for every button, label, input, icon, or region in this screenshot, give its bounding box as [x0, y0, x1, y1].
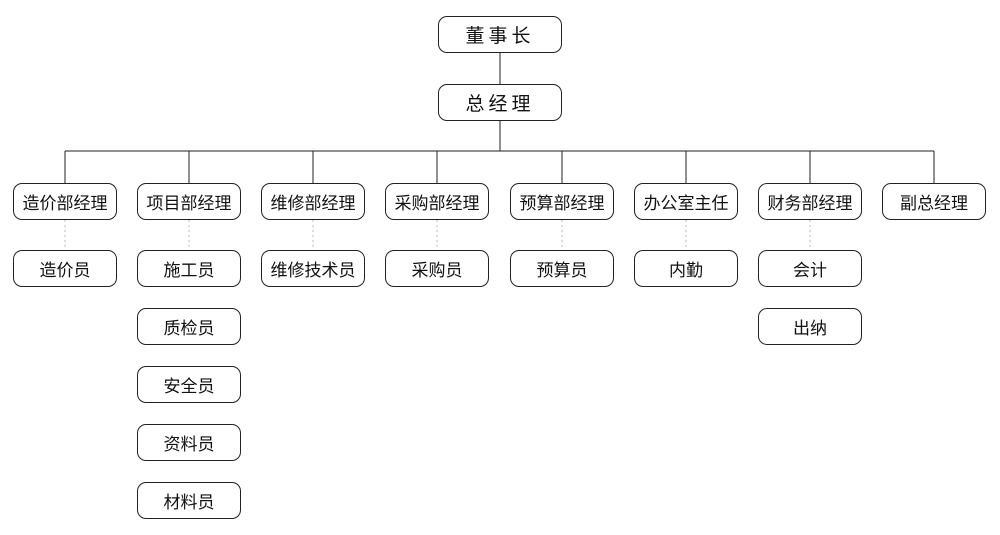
department-box: 采购部经理	[385, 183, 489, 220]
department-label: 造价部经理	[22, 194, 108, 214]
staff-label: 造价员	[39, 261, 91, 281]
staff-box: 安全员	[137, 366, 241, 403]
staff-label: 材料员	[163, 493, 215, 513]
staff-box: 维修技术员	[261, 250, 365, 287]
staff-label: 质检员	[163, 319, 215, 339]
department-label: 项目部经理	[146, 194, 232, 214]
chairman-box: 董事长	[438, 16, 562, 53]
staff-box: 质检员	[137, 308, 241, 345]
general-manager-box: 总经理	[438, 84, 562, 121]
staff-label: 施工员	[163, 261, 215, 281]
department-box: 副总经理	[882, 183, 986, 220]
staff-box: 会计	[758, 250, 862, 287]
staff-box: 采购员	[385, 250, 489, 287]
staff-box: 材料员	[137, 482, 241, 519]
staff-label: 内勤	[669, 261, 703, 281]
department-label: 副总经理	[900, 194, 968, 214]
staff-box: 造价员	[13, 250, 117, 287]
staff-label: 出纳	[793, 319, 827, 339]
staff-box: 资料员	[137, 424, 241, 461]
department-box: 预算部经理	[510, 183, 614, 220]
department-box: 造价部经理	[13, 183, 117, 220]
staff-box: 施工员	[137, 250, 241, 287]
staff-label: 采购员	[411, 261, 463, 281]
department-label: 采购部经理	[394, 194, 480, 214]
department-box: 办公室主任	[634, 183, 738, 220]
chairman-label: 董事长	[465, 25, 535, 47]
staff-label: 资料员	[163, 435, 215, 455]
staff-box: 出纳	[758, 308, 862, 345]
general-manager-label: 总经理	[465, 93, 535, 115]
department-box: 财务部经理	[758, 183, 862, 220]
staff-label: 预算员	[536, 261, 588, 281]
department-box: 项目部经理	[137, 183, 241, 220]
department-label: 维修部经理	[270, 194, 356, 214]
department-label: 办公室主任	[643, 194, 729, 214]
staff-box: 预算员	[510, 250, 614, 287]
staff-box: 内勤	[634, 250, 738, 287]
staff-label: 会计	[793, 261, 827, 281]
staff-label: 安全员	[163, 377, 215, 397]
department-box: 维修部经理	[261, 183, 365, 220]
staff-label: 维修技术员	[270, 261, 356, 281]
department-label: 预算部经理	[519, 194, 605, 214]
department-label: 财务部经理	[767, 194, 853, 214]
